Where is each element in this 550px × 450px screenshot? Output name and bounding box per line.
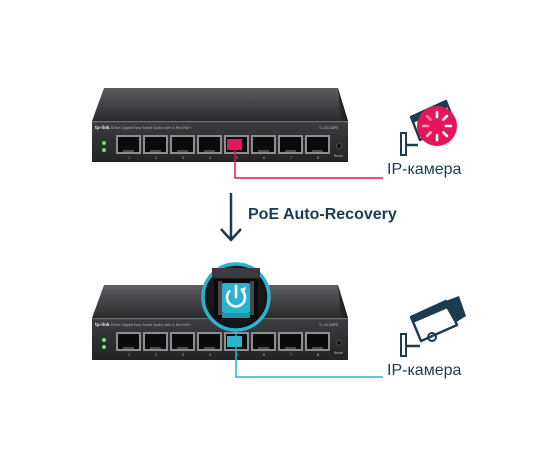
recovered-plug	[227, 336, 242, 347]
port-number: 5	[236, 353, 238, 357]
port-1	[116, 135, 141, 154]
port-5-fault	[224, 135, 249, 154]
switch-top-brand: tp-link	[95, 125, 110, 130]
port-1	[116, 332, 141, 351]
switch-top: tp-link 8-Port Gigabit Easy Smart Switch…	[92, 88, 348, 162]
security-camera-with-loading-icon	[400, 99, 457, 156]
port-number: 2	[155, 353, 157, 357]
port-7	[278, 135, 303, 154]
power-led	[102, 338, 106, 342]
reset-label: Reset	[334, 154, 344, 158]
camera-label-top: IP-камера	[387, 161, 462, 178]
port-4	[197, 332, 222, 351]
port-number: 6	[263, 353, 265, 357]
port-number: 8	[317, 156, 319, 160]
port-3	[170, 135, 195, 154]
port-8	[305, 135, 330, 154]
port-8	[305, 332, 330, 351]
port-2	[143, 135, 168, 154]
port-6	[251, 332, 276, 351]
arrow-down-icon	[220, 193, 242, 242]
switch-top-ports	[116, 135, 330, 154]
port-number: 6	[263, 156, 265, 160]
port-number: 3	[182, 353, 184, 357]
port-3	[170, 332, 195, 351]
switch-top-model: TL-SG108PE	[318, 126, 338, 130]
poe-led	[102, 148, 106, 152]
port-number: 4	[209, 353, 211, 357]
power-recovery-icon	[201, 262, 271, 332]
reset-hole	[336, 340, 342, 346]
port-number: 3	[182, 156, 184, 160]
caption-poe-auto-recovery: PoE Auto-Recovery	[248, 206, 397, 223]
switch-bottom-brand: tp-link	[95, 322, 110, 327]
reset-label: Reset	[334, 351, 344, 355]
camera-label-bottom: IP-камера	[387, 362, 462, 379]
port-number: 7	[290, 156, 292, 160]
reset-hole	[336, 143, 342, 149]
port-number: 2	[155, 156, 157, 160]
switch-top-description: 8-Port Gigabit Easy Smart Switch with 4-…	[111, 126, 192, 130]
switch-bottom-model: TL-SG108PE	[318, 323, 338, 327]
port-6	[251, 135, 276, 154]
power-led	[102, 141, 106, 145]
recovered-cable	[235, 330, 383, 378]
fault-plug	[227, 139, 242, 150]
port-number: 1	[128, 156, 130, 160]
port-number: 7	[290, 353, 292, 357]
port-number: 8	[317, 353, 319, 357]
port-number: 5	[236, 156, 238, 160]
fault-cable	[234, 150, 383, 179]
poe-led	[102, 345, 106, 349]
switch-bottom-description: 8-Port Gigabit Easy Smart Switch with 4-…	[111, 323, 192, 327]
switch-top-lid	[92, 88, 348, 121]
port-2	[143, 332, 168, 351]
port-number: 1	[128, 353, 130, 357]
security-camera-icon	[400, 296, 466, 357]
port-number: 4	[209, 156, 211, 160]
port-7	[278, 332, 303, 351]
port-4	[197, 135, 222, 154]
